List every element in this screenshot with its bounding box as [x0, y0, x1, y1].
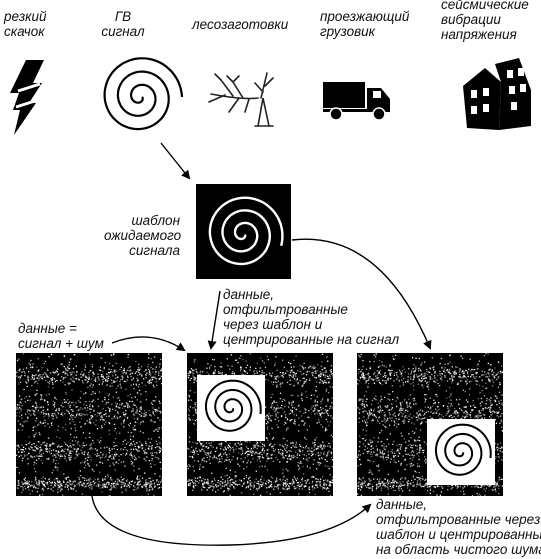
matched-template-box [197, 375, 265, 441]
template-on-noise-box [427, 419, 495, 485]
truck-icon [323, 82, 390, 121]
falling-tree-icon [208, 72, 274, 127]
label-logging: лесозаготовки [192, 17, 289, 32]
arrow-template-to-noise-panel [291, 238, 432, 350]
template-box [196, 184, 291, 279]
label-seismic-stress: сейсмические вибрации напряжения [441, 0, 529, 42]
lightning-bolt-icon [10, 60, 44, 135]
arrow-gw-to-template [160, 142, 191, 180]
filtered-panel-centered-on-noise [357, 353, 503, 496]
label-gw-signal: ГВ сигнал [101, 9, 145, 39]
data-panel-label: данные = сигнал + шум [18, 321, 104, 351]
collapsing-building-icon [463, 58, 531, 130]
template-label: шаблон ожидаемого сигнала [104, 213, 182, 258]
filtered-panel-centered-on-signal [187, 353, 333, 496]
label-sharp-jump: резкий скачок [4, 9, 47, 39]
filtered-signal-label: данные, отфильтрованные через шаблон и ц… [223, 287, 400, 347]
arrow-data-to-filtered [111, 336, 186, 352]
filtered-noise-label: данные, отфильтрованные через шаблон и ц… [376, 497, 541, 557]
arrow-template-to-filtered [207, 290, 221, 350]
data-panel-signal-plus-noise [16, 353, 162, 496]
arrow-data-to-noise-panel [91, 495, 372, 546]
gw-spiral-icon [103, 57, 184, 131]
label-passing-truck: проезжающий грузовик [320, 9, 410, 39]
